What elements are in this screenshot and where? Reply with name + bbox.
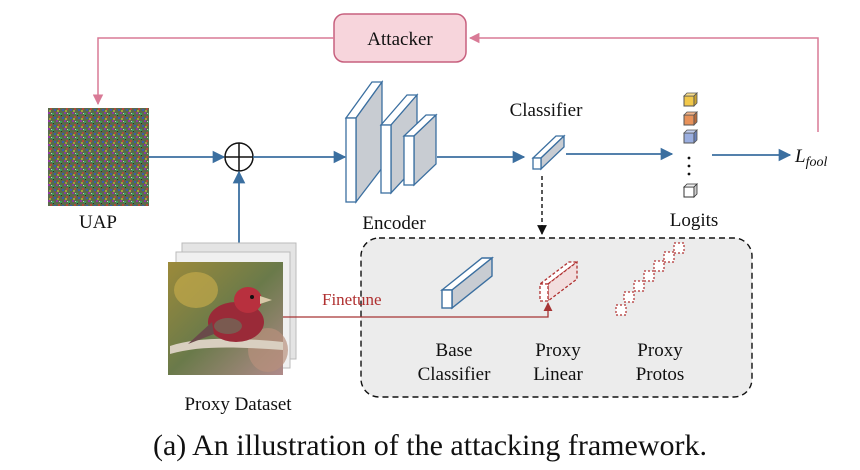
bird-photo [168,262,288,375]
plus-operator [224,142,254,172]
option-protos-line2: Protos [636,364,685,385]
feedback-to-attacker-arrow [468,32,819,132]
base-classifier-icon [440,256,494,310]
classifier-label: Classifier [510,100,583,121]
proxy-dataset-stack [168,242,297,375]
option-base-line2: Classifier [418,364,491,385]
attacker-node: Attacker [333,13,467,63]
logits-cubes [683,92,698,198]
figure-caption: (a) An illustration of the attacking fra… [153,429,707,462]
uap-image [48,108,149,206]
encoder-block [344,79,438,204]
proxy-protos-icon [615,242,685,316]
option-linear-line2: Linear [533,364,583,385]
attacker-to-uap-arrow [92,37,334,106]
option-protos-line1: Proxy [637,340,683,361]
option-linear-line1: Proxy [535,340,581,361]
attacker-label: Attacker [367,29,433,50]
uap-label: UAP [79,212,117,233]
logits-label: Logits [670,210,719,231]
loss-subscript: fool [806,155,828,170]
svg-text:Lfool: Lfool [794,146,827,170]
loss-symbol: L [794,146,806,167]
encoder-label: Encoder [362,213,426,234]
loss-label: Lfool [794,146,827,170]
option-base-line1: Base [436,340,473,361]
finetune-label: Finetune [322,290,382,309]
proxy-linear-icon [538,260,579,303]
proxy-dataset-label: Proxy Dataset [184,394,292,415]
finetune-arrow [283,302,553,318]
classifier-block [531,134,566,171]
